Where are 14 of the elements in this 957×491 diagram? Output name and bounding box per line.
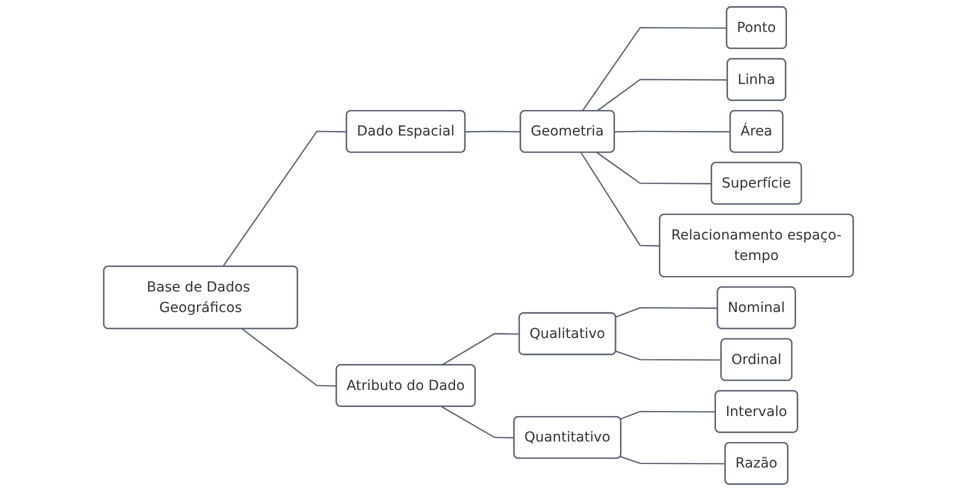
connector bbox=[614, 130, 731, 132]
connector bbox=[616, 307, 718, 318]
connector bbox=[222, 130, 347, 268]
connector bbox=[596, 152, 712, 184]
connector bbox=[242, 328, 337, 387]
connector bbox=[620, 456, 726, 464]
connector bbox=[596, 78, 728, 112]
connector bbox=[465, 130, 521, 132]
connector bbox=[582, 27, 727, 112]
connector bbox=[580, 152, 660, 247]
connector bbox=[620, 410, 716, 420]
connector bbox=[441, 333, 520, 366]
connector bbox=[441, 406, 514, 438]
connector bbox=[616, 350, 722, 361]
